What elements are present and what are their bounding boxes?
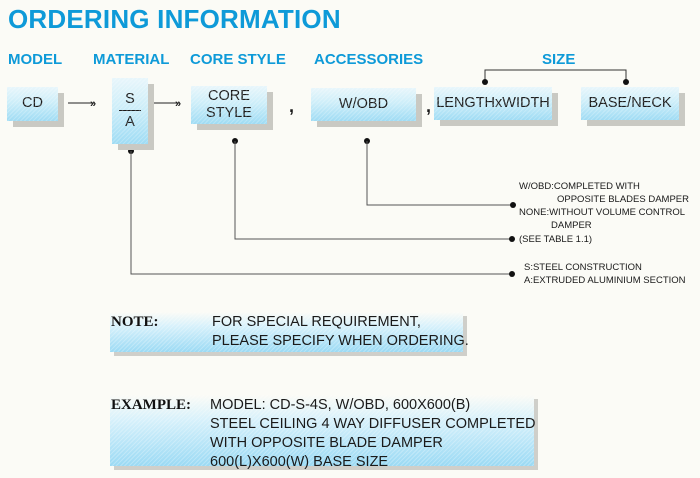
model-box: CD: [7, 87, 58, 121]
description-line: DAMPER: [551, 220, 592, 231]
description-line: OPPOSITE BLADES DAMPER: [557, 194, 689, 205]
example-line: MODEL: CD-S-4S, W/OBD, 600X600(B): [210, 397, 471, 413]
core-style-text: CORE STYLE: [206, 88, 252, 123]
material-options: S A: [119, 91, 141, 132]
arrow-model-to-material: »: [68, 98, 96, 110]
length-width-box: LENGTHxWIDTH: [434, 87, 552, 120]
model-code: CD: [22, 95, 43, 112]
material-steel: S: [119, 91, 141, 111]
description-line: W/OBD:COMPLETED WITH: [519, 181, 640, 192]
svg-text:»: »: [90, 98, 96, 110]
leader-accessories: [364, 138, 516, 208]
example-line: STEEL CEILING 4 WAY DIFFUSER COMPLETED: [210, 416, 536, 432]
description-line: (SEE TABLE 1.1): [519, 234, 593, 245]
note-banner: [110, 312, 463, 352]
note-line: PLEASE SPECIFY WHEN ORDERING.: [212, 333, 469, 349]
material-aluminium: A: [125, 114, 135, 130]
header-accessories: ACCESSORIES: [314, 51, 424, 68]
comma-separator: ,: [426, 96, 432, 116]
note-label: NOTE:: [111, 314, 159, 330]
material-description: S:STEEL CONSTRUCTION A:EXTRUDED ALUMINIU…: [524, 261, 686, 287]
comma-separator: ,: [289, 96, 295, 116]
page-title: ORDERING INFORMATION: [8, 4, 341, 34]
accessories-code: W/OBD: [338, 95, 389, 112]
base-neck-text: BASE/NECK: [588, 94, 672, 111]
example-line: WITH OPPOSITE BLADE DAMPER: [210, 435, 443, 451]
leader-material: [128, 148, 515, 277]
arrow-material-to-core: »: [153, 98, 181, 110]
base-neck-box: BASE/NECK: [581, 87, 679, 120]
core-style-line2: STYLE: [206, 105, 252, 121]
header-size: SIZE: [542, 51, 576, 68]
core-style-box: CORE STYLE: [191, 86, 267, 124]
example-label: EXAMPLE:: [111, 397, 191, 413]
svg-text:»: »: [175, 98, 181, 110]
example-text: MODEL: CD-S-4S, W/OBD, 600X600(B) STEEL …: [210, 396, 536, 472]
description-line: NONE:WITHOUT VOLUME CONTROL: [519, 207, 686, 218]
accessories-box: W/OBD: [311, 88, 416, 121]
size-bracket: [482, 69, 629, 85]
accessories-description: W/OBD:COMPLETED WITH OPPOSITE BLADES DAM…: [519, 180, 689, 232]
length-width-text: LENGTHxWIDTH: [436, 94, 550, 111]
core-style-description: (SEE TABLE 1.1): [519, 233, 592, 246]
material-box: S A: [112, 78, 148, 144]
note-text: FOR SPECIAL REQUIREMENT, PLEASE SPECIFY …: [212, 313, 469, 351]
leader-core-style: [232, 138, 515, 242]
example-line: 600(L)X600(W) BASE SIZE: [210, 454, 389, 470]
example-banner: [110, 395, 534, 466]
header-model: MODEL: [8, 51, 63, 68]
header-core-style: CORE STYLE: [190, 51, 286, 68]
note-line: FOR SPECIAL REQUIREMENT,: [212, 314, 421, 330]
description-line: S:STEEL CONSTRUCTION: [524, 262, 642, 273]
core-style-line1: CORE: [208, 87, 250, 104]
header-material: MATERIAL: [93, 51, 170, 68]
description-line: A:EXTRUDED ALUMINIUM SECTION: [524, 275, 686, 286]
